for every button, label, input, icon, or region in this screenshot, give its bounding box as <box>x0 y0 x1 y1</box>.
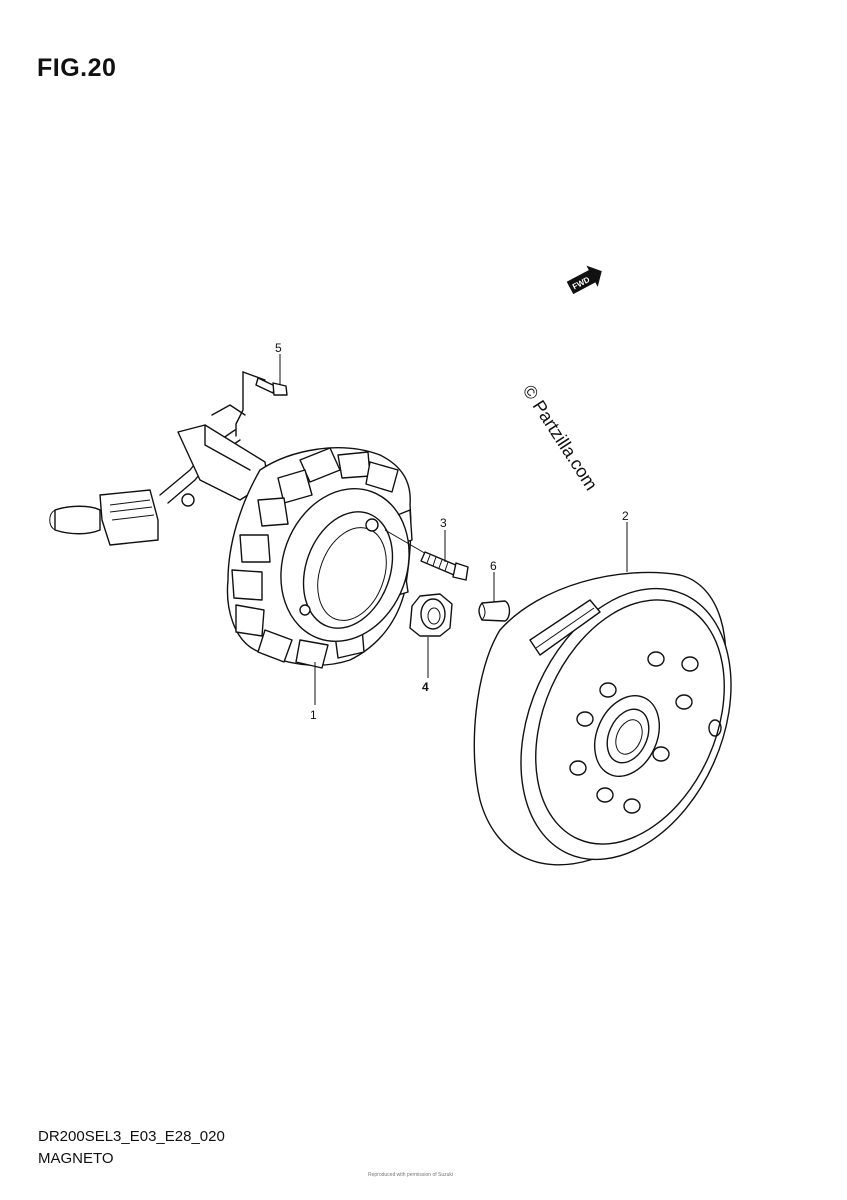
stator-coil <box>49 404 413 669</box>
callout-1: 1 <box>310 708 317 722</box>
footer-small-print: Reproduced with permission of Suzuki <box>368 1172 454 1178</box>
nut <box>409 593 453 637</box>
flywheel-rotor <box>473 571 732 866</box>
callout-2: 2 <box>622 509 629 523</box>
key <box>478 600 511 622</box>
callout-4: 4 <box>422 680 429 694</box>
screw-small <box>235 371 288 437</box>
fwd-arrow-icon: FWD <box>566 265 602 295</box>
figure-title: FIG.20 <box>37 54 117 82</box>
figure-code: DR200SEL3_E03_E28_020 <box>38 1128 225 1145</box>
callout-leaders <box>279 354 628 705</box>
figure-name: MAGNETO <box>38 1150 114 1167</box>
callout-6: 6 <box>490 559 497 573</box>
callout-3: 3 <box>440 516 447 530</box>
watermark-text: © Partzilla.com <box>519 381 602 494</box>
bolt <box>384 529 469 581</box>
callout-5: 5 <box>275 341 282 355</box>
